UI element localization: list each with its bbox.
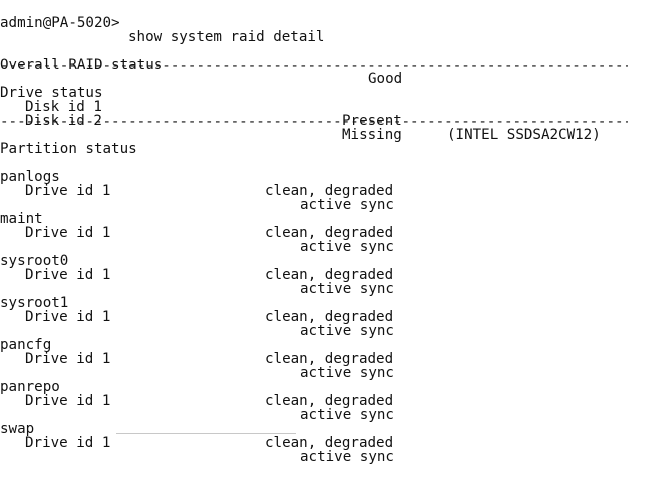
partition-name: swap — [0, 421, 35, 437]
disk-label: Disk id 2 — [25, 113, 102, 129]
partition-row: pancfg clean, degraded — [0, 324, 393, 366]
partition-name: sysroot0 — [0, 253, 69, 269]
partition-drive-row: Drive id 1 active sync — [0, 338, 394, 380]
partition-row: panrepo clean, degraded — [0, 366, 393, 408]
partition-drive-label: Drive id 1 — [25, 267, 111, 283]
partition-state: clean, degraded — [265, 309, 394, 325]
partition-drive-state: active sync — [300, 449, 394, 465]
partition-drive-row: Drive id 1 active sync — [0, 380, 394, 422]
command-line: admin@PA-5020> show system raid detail — [0, 2, 324, 44]
disk-model: (INTEL SSDSA2CW12) — [447, 127, 601, 143]
disk-row: Disk id 1 Present (INTEL SSDSA2CW12) — [0, 86, 601, 142]
text-selection-underline — [116, 433, 296, 434]
overall-raid-label: Overall RAID status — [0, 57, 163, 73]
partition-status-heading: Partition status — [0, 141, 137, 157]
partition-drive-label: Drive id 1 — [25, 309, 111, 325]
partition-drive-label: Drive id 1 — [25, 393, 111, 409]
partition-drive-state: active sync — [300, 239, 394, 255]
partition-drive-label: Drive id 1 — [25, 183, 111, 199]
partition-row: sysroot0 clean, degraded — [0, 240, 393, 282]
partition-state: clean, degraded — [265, 183, 394, 199]
partition-drive-state: active sync — [300, 197, 394, 213]
partition-state: clean, degraded — [265, 351, 394, 367]
partition-drive-state: active sync — [300, 365, 394, 381]
partition-name: maint — [0, 211, 43, 227]
partition-drive-row: Drive id 1 active sync — [0, 254, 394, 296]
overall-raid-value: Good — [368, 71, 403, 87]
overall-raid-row: Overall RAID status Good — [0, 44, 402, 86]
partition-drive-state: active sync — [300, 323, 394, 339]
command-text: show system raid detail — [128, 29, 325, 45]
disk-status: Missing — [342, 127, 402, 143]
partition-row: sysroot1 clean, degraded — [0, 282, 393, 324]
partition-row: swap clean, degraded — [0, 408, 393, 450]
partition-drive-row: Drive id 1 active sync — [0, 212, 394, 254]
partition-name: pancfg — [0, 337, 52, 353]
partition-name: panlogs — [0, 169, 60, 185]
partition-drive-label: Drive id 1 — [25, 225, 111, 241]
drive-status-heading-row: Drive status — [0, 72, 103, 100]
partition-row: maint clean, degraded — [0, 198, 393, 240]
partition-state: clean, degraded — [265, 267, 394, 283]
partition-state: clean, degraded — [265, 225, 394, 241]
partition-row: panlogs clean, degraded — [0, 156, 393, 198]
partition-status-heading-row: Partition status — [0, 128, 137, 156]
separator-line: ----------------------------------------… — [0, 114, 628, 130]
shell-prompt: admin@PA-5020> — [0, 15, 120, 31]
partition-drive-label: Drive id 1 — [25, 351, 111, 367]
partition-drive-state: active sync — [300, 407, 394, 423]
partition-name: panrepo — [0, 379, 60, 395]
partition-drive-label: Drive id 1 — [25, 435, 111, 451]
separator-line: ----------------------------------------… — [0, 58, 628, 74]
partition-drive-row: Drive id 1 active sync — [0, 422, 394, 464]
partition-state: clean, degraded — [265, 435, 394, 451]
partition-drive-state: active sync — [300, 281, 394, 297]
partition-drive-row: Drive id 1 active sync — [0, 170, 394, 212]
partition-drive-row: Drive id 1 active sync — [0, 296, 394, 338]
disk-status: Present — [342, 113, 402, 129]
disk-row: Disk id 2 Missing — [0, 100, 402, 142]
terminal-window[interactable]: admin@PA-5020> show system raid detail O… — [0, 0, 662, 464]
partition-state: clean, degraded — [265, 393, 394, 409]
partition-name: sysroot1 — [0, 295, 69, 311]
disk-label: Disk id 1 — [25, 99, 102, 115]
drive-status-heading: Drive status — [0, 85, 103, 101]
